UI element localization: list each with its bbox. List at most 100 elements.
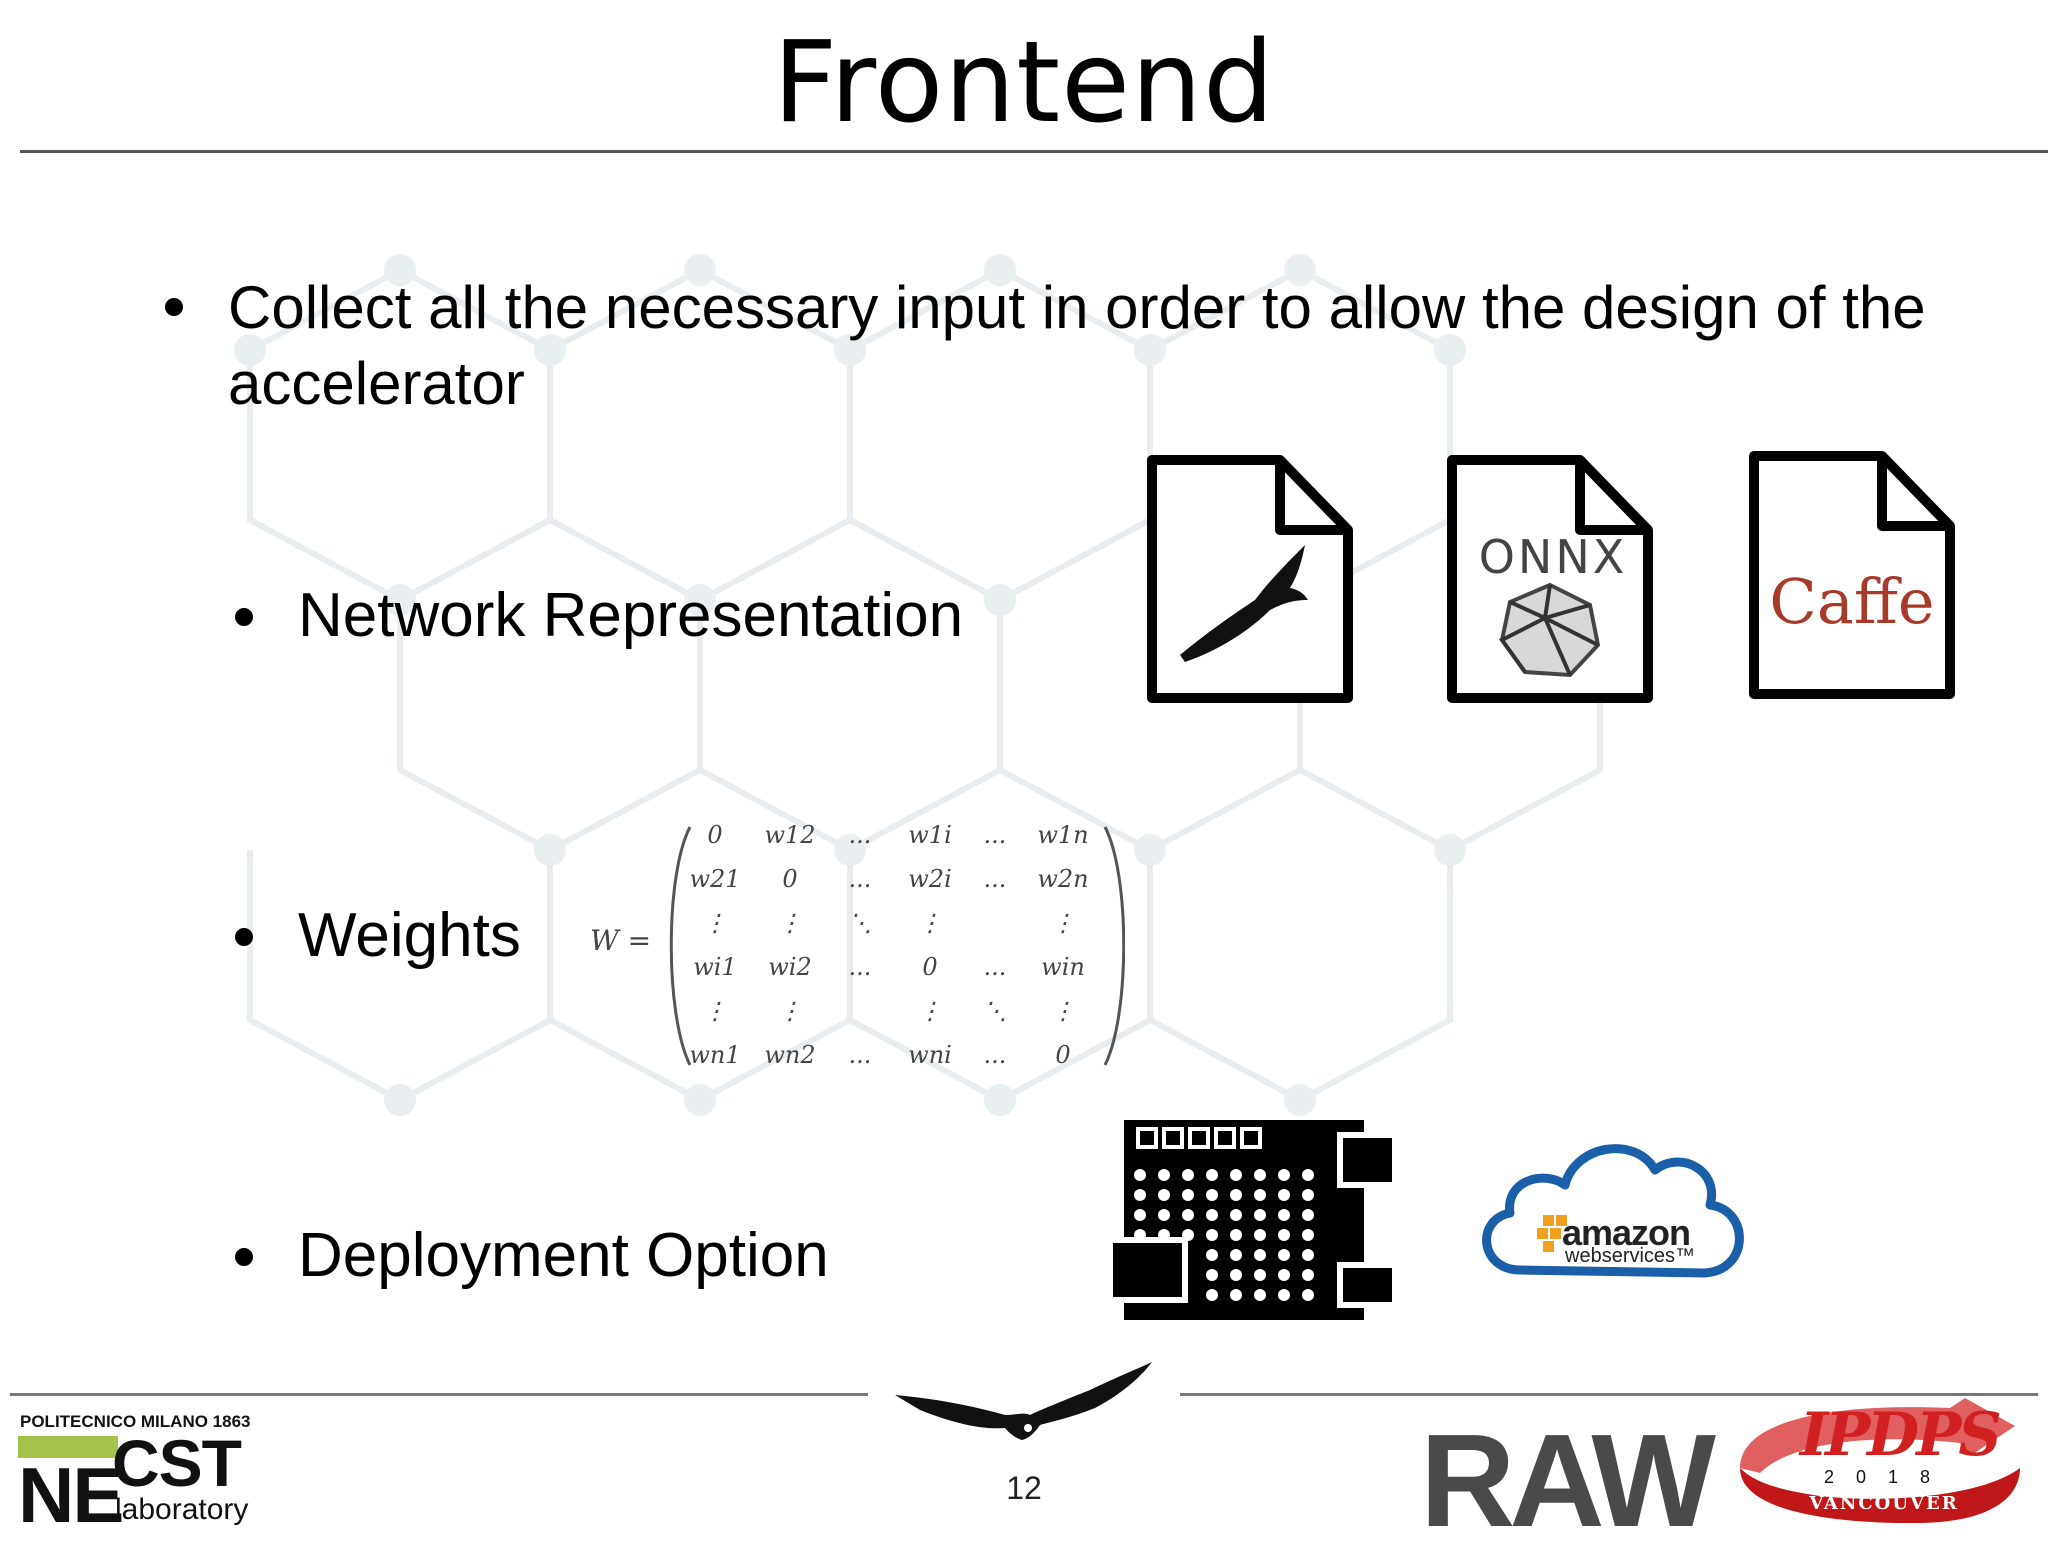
fpga-pad [1278, 1249, 1290, 1261]
caffe-file-icon [1749, 451, 1955, 699]
fpga-pad [1134, 1229, 1146, 1241]
matrix-cell: ⋮ [918, 997, 942, 1025]
page-number: 12 [1006, 1470, 1042, 1506]
fpga-pad [1206, 1209, 1218, 1221]
fpga-pad [1230, 1209, 1242, 1221]
fpga-pad [1206, 1189, 1218, 1201]
matrix-cell: wni [908, 1041, 952, 1069]
matrix-cell: ⋮ [778, 909, 802, 937]
fpga-pad [1134, 1169, 1146, 1181]
ipdps-arrow-logo [1740, 1398, 2020, 1524]
footer-divider-right [1180, 1393, 2038, 1396]
matrix-cell: wn1 [689, 1041, 740, 1069]
matrix-cell: wn2 [764, 1041, 815, 1069]
fpga-pad [1206, 1289, 1218, 1301]
fpga-pad [1254, 1209, 1266, 1221]
polimi-text: POLITECNICO MILANO 1863 [20, 1412, 251, 1431]
necst-laboratory-text: laboratory [115, 1493, 249, 1526]
fpga-pad [1134, 1209, 1146, 1221]
fpga-pad [1278, 1189, 1290, 1201]
matrix-cell: wi2 [768, 953, 812, 981]
fpga-pad [1278, 1229, 1290, 1241]
ipdps-name: IPDPS [1800, 1400, 2002, 1470]
fpga-pad [1158, 1229, 1170, 1241]
fpga-header-pin [1240, 1127, 1262, 1149]
raw-logo: RAW [1420, 1407, 1716, 1554]
fpga-pad [1254, 1189, 1266, 1201]
matrix-cell: ... [984, 821, 1007, 849]
fpga-pad [1158, 1189, 1170, 1201]
bullet-weights: Weights [298, 901, 521, 970]
fpga-pad [1302, 1269, 1314, 1281]
matrix-cell: w2n [1037, 865, 1088, 893]
fpga-pad [1182, 1229, 1194, 1241]
bullet-deployment-option: Deployment Option [298, 1221, 829, 1290]
fpga-pad [1182, 1169, 1194, 1181]
fpga-pad [1230, 1169, 1242, 1181]
fpga-pad [1302, 1249, 1314, 1261]
fpga-pad [1278, 1269, 1290, 1281]
fpga-pad [1206, 1169, 1218, 1181]
ipdps-year: 2018 [1823, 1467, 1953, 1487]
fpga-pad [1302, 1189, 1314, 1201]
onnx-label: ONNX [1478, 530, 1628, 584]
matrix-cell: ... [984, 953, 1007, 981]
fpga-pad [1182, 1189, 1194, 1201]
matrix-lhs: W = [590, 924, 651, 957]
fpga-pad [1230, 1229, 1242, 1241]
fpga-pad [1230, 1249, 1242, 1261]
fpga-header-pin [1188, 1127, 1210, 1149]
matrix-cell: w21 [689, 865, 740, 893]
bullet-network-representation: Network Representation [298, 581, 964, 650]
fpga-pad [1254, 1249, 1266, 1261]
matrix-cell: ⋮ [1051, 997, 1075, 1025]
bullet-dot [235, 928, 253, 946]
fpga-pad [1182, 1209, 1194, 1221]
fpga-header-pin [1162, 1127, 1184, 1149]
matrix-cell: ... [984, 1041, 1007, 1069]
matrix-cell: ⋮ [778, 997, 802, 1025]
necst-green-bar [18, 1436, 118, 1458]
matrix-cell: ... [849, 865, 872, 893]
fpga-pad [1230, 1289, 1242, 1301]
matrix-cell: 0 [1055, 1041, 1070, 1069]
bullet-main: Collect all the necessary input in order… [228, 274, 1926, 417]
fpga-pad [1278, 1209, 1290, 1221]
matrix-cell: ⋱ [848, 909, 872, 937]
bullet-dot [235, 608, 253, 626]
fpga-pad [1254, 1169, 1266, 1181]
matrix-cell: ⋮ [703, 997, 727, 1025]
fpga-pad [1206, 1269, 1218, 1281]
matrix-cell: w12 [764, 821, 815, 849]
matrix-cell: wi1 [693, 953, 737, 981]
bullet-dot [165, 298, 183, 316]
title-divider [20, 150, 2048, 153]
fpga-pad [1206, 1249, 1218, 1261]
condor-logo-icon [895, 1362, 1152, 1440]
slide-title: Frontend [772, 18, 1276, 148]
necst-ne-text: NE [18, 1451, 124, 1539]
fpga-header-pin [1214, 1127, 1236, 1149]
matrix-cell: 0 [707, 821, 722, 849]
fpga-pad [1158, 1209, 1170, 1221]
matrix-cell: w1n [1037, 821, 1088, 849]
bullet-dot [235, 1248, 253, 1266]
condor-file-icon [1147, 455, 1353, 703]
matrix-cell: ⋱ [983, 997, 1007, 1025]
fpga-pad [1278, 1289, 1290, 1301]
fpga-pad [1302, 1289, 1314, 1301]
onnx-file-icon [1447, 455, 1653, 703]
footer-divider-left [10, 1393, 868, 1396]
matrix-cell: 0 [782, 865, 797, 893]
matrix-cell: w1i [908, 821, 952, 849]
fpga-pad [1230, 1189, 1242, 1201]
matrix-cell: ... [984, 865, 1007, 893]
fpga-pad [1302, 1209, 1314, 1221]
matrix-cell: ... [849, 1041, 872, 1069]
aws-webservices-text: webservices™ [1565, 1245, 1696, 1267]
aws-cloud-icon [1482, 1144, 1744, 1278]
fpga-pad [1278, 1169, 1290, 1181]
fpga-pad [1230, 1269, 1242, 1281]
